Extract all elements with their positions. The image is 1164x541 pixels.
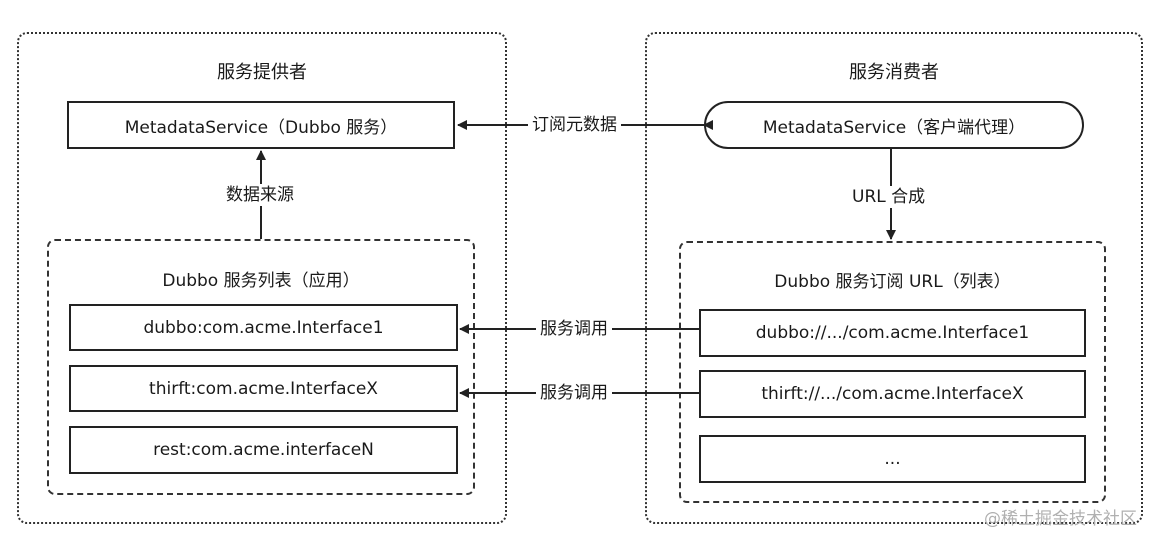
provider-panel xyxy=(17,32,507,524)
consumer-url-item: thirft://.../com.acme.InterfaceX xyxy=(699,370,1086,418)
consumer-metadata-service-box: MetadataService（客户端代理） xyxy=(704,101,1084,149)
consumer-url-item: dubbo://.../com.acme.Interface1 xyxy=(699,309,1086,357)
consumer-subscribed-url-title: Dubbo 服务订阅 URL（列表） xyxy=(774,272,1011,292)
subscribe-label: 订阅元数据 xyxy=(528,114,621,136)
provider-title: 服务提供者 xyxy=(217,62,307,83)
provider-service-item: dubbo:com.acme.Interface1 xyxy=(69,304,458,351)
consumer-title: 服务消费者 xyxy=(849,62,939,83)
url-synthesis-label: URL 合成 xyxy=(848,186,930,208)
consumer-subscribed-url-group xyxy=(679,241,1106,503)
provider-service-list-title: Dubbo 服务列表（应用） xyxy=(162,271,360,291)
invoke-label: 服务调用 xyxy=(536,318,612,340)
consumer-panel xyxy=(645,32,1143,524)
provider-service-item: thirft:com.acme.InterfaceX xyxy=(69,365,458,412)
provider-service-item: rest:com.acme.interfaceN xyxy=(69,426,458,474)
consumer-url-item: ... xyxy=(699,435,1086,483)
provider-service-list-group xyxy=(47,239,475,495)
provider-metadata-service-box: MetadataService（Dubbo 服务） xyxy=(67,101,455,149)
watermark: @稀土掘金技术社区 xyxy=(984,509,1137,529)
invoke-label: 服务调用 xyxy=(536,382,612,404)
data-source-label: 数据来源 xyxy=(222,184,298,206)
